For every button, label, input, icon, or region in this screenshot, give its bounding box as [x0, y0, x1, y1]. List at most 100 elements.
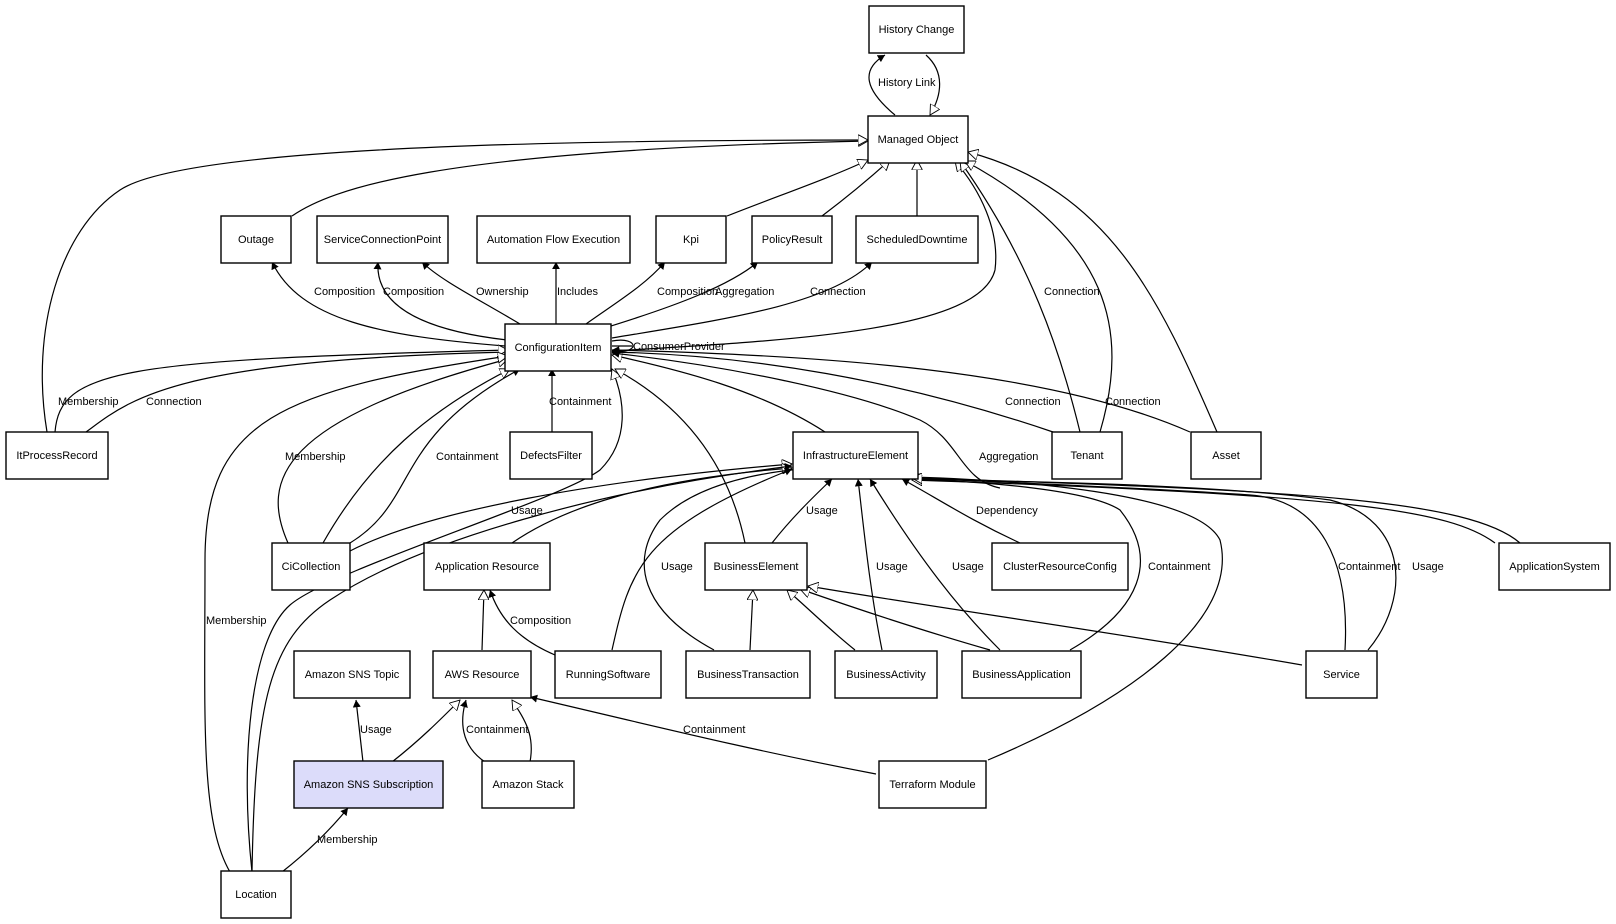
- node-location-label: Location: [235, 889, 277, 901]
- node-ci-collection[interactable]: CiCollection: [271, 542, 351, 591]
- label-service-containment: Containment: [1338, 561, 1400, 573]
- node-service-connection-point[interactable]: ServiceConnectionPoint: [316, 215, 449, 264]
- node-cluster-resource-config-label: ClusterResourceConfig: [1003, 561, 1117, 573]
- edge-cicoll-ci: [322, 369, 510, 544]
- edge-be-ie: [771, 478, 833, 544]
- node-business-application[interactable]: BusinessApplication: [961, 650, 1082, 699]
- edge-cicoll-ie: [349, 464, 792, 552]
- label-ci-outage: Composition: [314, 286, 375, 298]
- node-scheduled-downtime[interactable]: ScheduledDowntime: [855, 215, 979, 264]
- edge-cluster-ie: [901, 478, 1021, 544]
- edge-bact-be: [787, 590, 856, 651]
- label-ci-sched: Connection: [810, 286, 866, 298]
- edge-outage-mo: [291, 141, 868, 217]
- label-bapp-ie: Usage: [952, 561, 984, 573]
- edge-bt-be: [750, 590, 753, 651]
- node-business-activity[interactable]: BusinessActivity: [834, 650, 938, 699]
- node-outage-label: Outage: [238, 234, 274, 246]
- label-location-membership: Membership: [206, 615, 267, 627]
- edge-stack-aws2: [512, 700, 532, 763]
- node-outage[interactable]: Outage: [220, 215, 292, 264]
- node-configuration-item[interactable]: ConfigurationItem: [504, 323, 612, 372]
- node-ci-collection-label: CiCollection: [282, 561, 341, 573]
- label-service-usage: Usage: [1412, 561, 1444, 573]
- node-amazon-sns-subscription[interactable]: Amazon SNS Subscription: [293, 760, 444, 809]
- node-amazon-sns-topic[interactable]: Amazon SNS Topic: [293, 650, 411, 699]
- node-service[interactable]: Service: [1305, 650, 1378, 699]
- label-usage-ie: Usage: [511, 505, 543, 517]
- node-amazon-sns-topic-label: Amazon SNS Topic: [305, 669, 400, 681]
- node-defects-filter[interactable]: DefectsFilter: [509, 431, 593, 480]
- node-business-element[interactable]: BusinessElement: [704, 542, 808, 591]
- label-rs-composition: Composition: [510, 615, 571, 627]
- edge-aws-appres: [482, 590, 484, 651]
- label-itp-mo: Membership: [58, 396, 119, 408]
- edge-tenant-ci: [611, 348, 1054, 433]
- node-automation-flow-execution[interactable]: Automation Flow Execution: [476, 215, 631, 264]
- edge-itp-ci: [85, 352, 508, 433]
- node-history-change-label: History Change: [879, 24, 955, 36]
- node-policy-result[interactable]: PolicyResult: [751, 215, 833, 264]
- edge-kpi-mo: [726, 160, 868, 217]
- node-cluster-resource-config[interactable]: ClusterResourceConfig: [991, 542, 1129, 591]
- edge-location-ci2: [246, 369, 623, 873]
- node-aws-resource-label: AWS Resource: [445, 669, 520, 681]
- label-ci-policy: Aggregation: [715, 286, 774, 298]
- edge-bact-ie: [854, 478, 883, 651]
- edge-terraform-aws: [529, 694, 877, 775]
- edge-asset-ci: [611, 346, 1191, 433]
- edge-tenant-mo2: [965, 160, 1113, 433]
- label-asset-ci: Connection: [1105, 396, 1161, 408]
- node-business-transaction[interactable]: BusinessTransaction: [685, 650, 811, 699]
- edge-terraform-ie: [911, 473, 1223, 761]
- edge-ci-mo: [611, 161, 997, 352]
- edge-rs-appres: [488, 589, 556, 656]
- node-running-software[interactable]: RunningSoftware: [554, 650, 662, 699]
- node-application-resource[interactable]: Application Resource: [423, 542, 551, 591]
- node-infrastructure-element[interactable]: InfrastructureElement: [792, 431, 919, 480]
- label-ci-kpi: Composition: [657, 286, 718, 298]
- label-stack-containment: Containment: [466, 724, 528, 736]
- node-asset[interactable]: Asset: [1190, 431, 1262, 480]
- node-location[interactable]: Location: [220, 870, 292, 919]
- label-aggregation: Aggregation: [979, 451, 1038, 463]
- edge-bt-ie: [643, 465, 801, 651]
- label-terraform-containment: Containment: [683, 724, 745, 736]
- label-ci-includes: Includes: [557, 286, 598, 298]
- node-amazon-stack[interactable]: Amazon Stack: [481, 760, 575, 809]
- edge-policy-mo: [821, 160, 890, 217]
- node-aws-resource[interactable]: AWS Resource: [432, 650, 532, 699]
- label-tenant-ci: Connection: [1005, 396, 1061, 408]
- edge-itp-mo: [41, 140, 868, 433]
- node-defects-filter-label: DefectsFilter: [520, 450, 582, 462]
- node-kpi[interactable]: Kpi: [655, 215, 727, 264]
- node-running-software-label: RunningSoftware: [566, 669, 650, 681]
- label-bact-ie: Usage: [876, 561, 908, 573]
- node-tenant[interactable]: Tenant: [1051, 431, 1123, 480]
- edge-rs-ie: [611, 467, 793, 651]
- edge-asset-mo: [968, 152, 1218, 433]
- node-terraform-module[interactable]: Terraform Module: [878, 760, 987, 809]
- node-application-system[interactable]: ApplicationSystem: [1498, 542, 1611, 591]
- label-rs-ie: Usage: [661, 561, 693, 573]
- edge-stack-aws: [460, 699, 486, 763]
- node-configuration-item-label: ConfigurationItem: [515, 342, 602, 354]
- edge-cicoll-ci-containment: [349, 368, 521, 544]
- label-ci-scp: Composition: [383, 286, 444, 298]
- node-managed-object[interactable]: Managed Object: [867, 115, 969, 164]
- node-it-process-record[interactable]: ItProcessRecord: [5, 431, 109, 480]
- node-managed-object-label: Managed Object: [878, 134, 959, 146]
- label-sns-usage: Usage: [360, 724, 392, 736]
- edge-appsys-ie: [912, 480, 1496, 544]
- label-ci-afe: Ownership: [476, 286, 529, 298]
- edge-sub-topic: [352, 699, 364, 763]
- label-history-link: History Link: [878, 77, 936, 89]
- edge-itp-ci2: [54, 350, 508, 433]
- node-history-change[interactable]: History Change: [868, 5, 965, 54]
- label-cicoll-membership: Membership: [285, 451, 346, 463]
- node-kpi-label: Kpi: [683, 234, 699, 246]
- edge-ci-kpi: [585, 261, 666, 325]
- edge-bapp-be: [800, 589, 991, 651]
- label-location-sub: Membership: [317, 834, 378, 846]
